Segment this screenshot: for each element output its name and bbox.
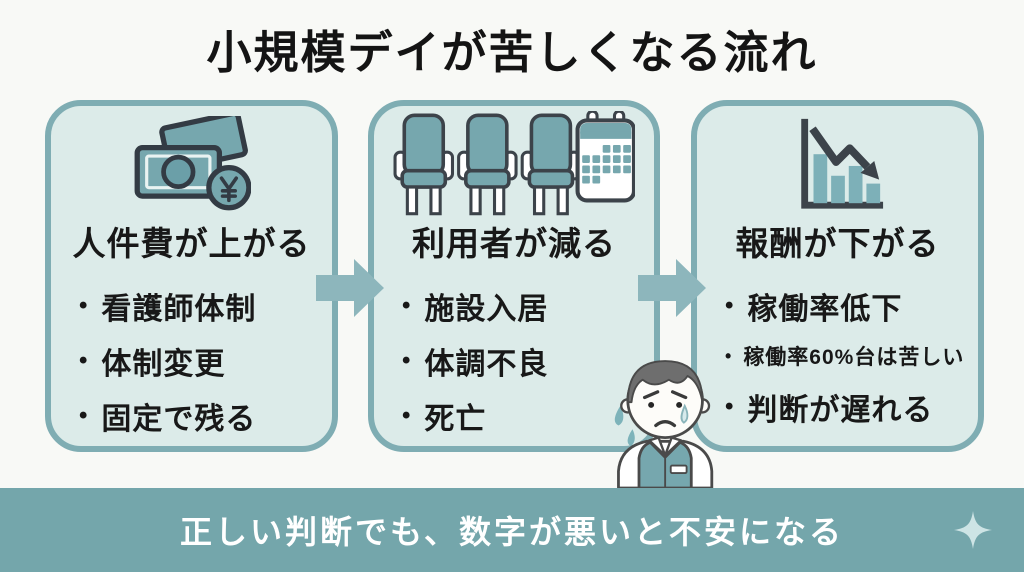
waiting-chairs-calendar-icon bbox=[374, 106, 654, 222]
list-item: • 体調不良 bbox=[402, 333, 654, 388]
bullet-marker: • bbox=[725, 291, 735, 319]
step-bullet-list: • 稼働率低下 • 稼働率60%台は苦しい • 判断が遅れる bbox=[697, 278, 978, 434]
list-item: • 体制変更 bbox=[79, 333, 332, 388]
step-bullet-list: • 施設入居 • 体調不良 • 死亡 bbox=[374, 278, 654, 443]
list-item: • 判断が遅れる bbox=[725, 379, 978, 434]
bullet-marker: • bbox=[402, 291, 412, 319]
conclusion-banner: 正しい判断でも、数字が悪いと不安になる bbox=[0, 488, 1024, 572]
list-item: • 稼働率低下 bbox=[725, 278, 978, 333]
sparkle-icon bbox=[952, 509, 994, 551]
bullet-text: 体制変更 bbox=[101, 347, 226, 381]
bullet-text: 判断が遅れる bbox=[747, 393, 934, 427]
list-item: • 稼働率60%台は苦しい bbox=[725, 333, 978, 379]
declining-bar-chart-icon bbox=[697, 106, 978, 222]
bullet-marker: • bbox=[725, 392, 735, 420]
flow-arrow-icon bbox=[316, 257, 386, 319]
list-item: • 施設入居 bbox=[402, 278, 654, 333]
list-item: • 死亡 bbox=[402, 388, 654, 443]
bullet-text: 固定で残る bbox=[101, 402, 257, 436]
bullet-text: 稼働率低下 bbox=[747, 292, 903, 326]
bullet-marker: • bbox=[402, 346, 412, 374]
worried-care-worker-illustration bbox=[592, 348, 742, 490]
flow-arrow-icon bbox=[638, 257, 708, 319]
banner-text: 正しい判断でも、数字が悪いと不安になる bbox=[179, 514, 845, 550]
bullet-text: 看護師体制 bbox=[101, 292, 257, 326]
list-item: • 看護師体制 bbox=[79, 278, 332, 333]
bullet-text: 施設入居 bbox=[424, 292, 549, 326]
bullet-marker: • bbox=[725, 345, 733, 366]
step-bullet-list: • 看護師体制 • 体制変更 • 固定で残る bbox=[51, 278, 332, 443]
bullet-marker: • bbox=[402, 401, 412, 429]
bullet-marker: • bbox=[79, 401, 89, 429]
step-heading: 人件費が上がる bbox=[72, 225, 311, 262]
step-heading: 利用者が減る bbox=[412, 225, 616, 262]
bullet-marker: • bbox=[79, 346, 89, 374]
bullet-text: 死亡 bbox=[424, 402, 487, 436]
page-title: 小規模デイが苦しくなる流れ bbox=[206, 27, 818, 78]
flow-step-personnel-costs: 人件費が上がる • 看護師体制 • 体制変更 • 固定で残る bbox=[45, 100, 338, 452]
step-heading: 報酬が下がる bbox=[735, 225, 940, 262]
bullet-text: 体調不良 bbox=[424, 347, 549, 381]
bullet-marker: • bbox=[79, 291, 89, 319]
yen-banknotes-icon bbox=[51, 106, 332, 222]
flow-step-compensation-drops: 報酬が下がる • 稼働率低下 • 稼働率60%台は苦しい • 判断が遅れる bbox=[691, 100, 984, 452]
bullet-text: 稼働率60%台は苦しい bbox=[743, 346, 965, 369]
flow-step-users-decrease: 利用者が減る • 施設入居 • 体調不良 • 死亡 bbox=[368, 100, 660, 452]
list-item: • 固定で残る bbox=[79, 388, 332, 443]
